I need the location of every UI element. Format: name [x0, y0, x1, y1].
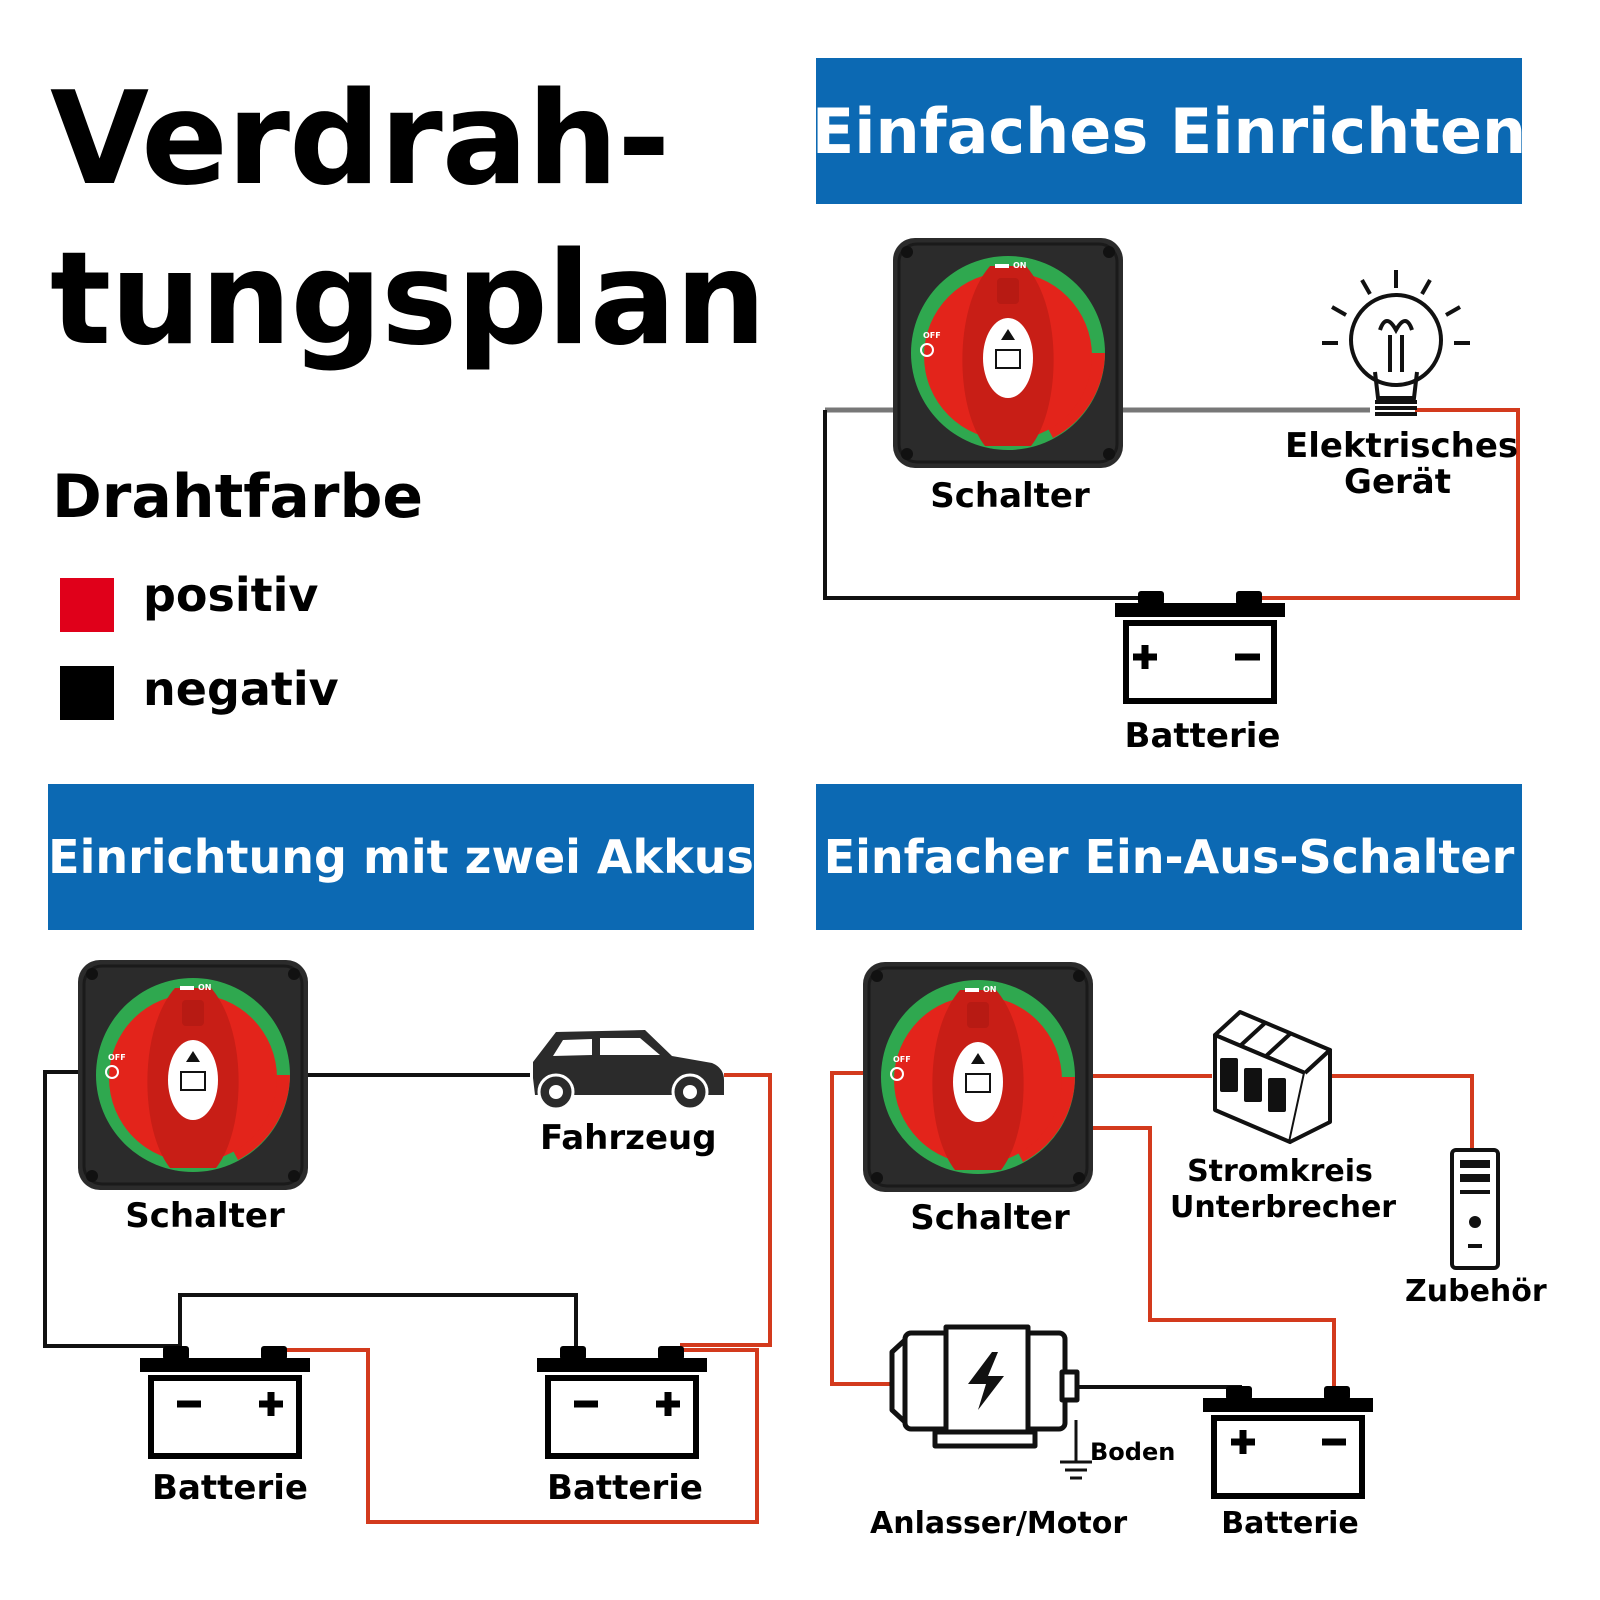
starter-motor-icon — [889, 1324, 1080, 1449]
accessory-label: Zubehör — [1405, 1274, 1547, 1309]
battery-label-dual-1: Batterie — [152, 1468, 308, 1508]
section-onoff-wiring — [830, 1071, 1474, 1480]
switch-label-onoff: Schalter — [910, 1198, 1070, 1238]
accessory-icon — [1450, 1148, 1500, 1270]
car-icon — [533, 1030, 724, 1111]
title-line-1: Verdrah- — [50, 65, 670, 214]
device-label-line-2: Gerät — [1344, 462, 1451, 502]
breaker-label-line-1: Stromkreis — [1187, 1154, 1373, 1189]
negative-swatch — [60, 666, 114, 720]
circuit-breaker-icon — [1213, 1010, 1332, 1144]
battery-onoff — [1203, 1386, 1373, 1496]
legend-title: Drahtfarbe — [52, 462, 424, 532]
breaker-label-line-2: Unterbrecher — [1170, 1190, 1397, 1225]
motor-label: Anlasser/Motor — [870, 1506, 1128, 1541]
battery-switch-dual — [76, 958, 310, 1192]
battery-simple — [1115, 591, 1285, 701]
battery-dual-2 — [537, 1346, 707, 1456]
battery-label-dual-2: Batterie — [547, 1468, 703, 1508]
battery-label-onoff: Batterie — [1221, 1506, 1359, 1541]
battery-switch-onoff — [861, 960, 1095, 1194]
device-label-simple: Elektrisches Gerät — [1285, 426, 1519, 502]
switch-label-simple: Schalter — [930, 476, 1090, 516]
switch-label-dual: Schalter — [125, 1196, 285, 1236]
battery-label-simple: Batterie — [1124, 716, 1281, 756]
page-title: Verdrah- tungsplan — [50, 60, 766, 380]
banner-simple: Einfaches Einrichten — [812, 58, 1526, 204]
device-label-line-1: Elektrisches — [1285, 426, 1519, 466]
ground-label: Boden — [1090, 1438, 1176, 1466]
vehicle-label: Fahrzeug — [540, 1118, 717, 1158]
battery-dual-1 — [140, 1346, 310, 1456]
breaker-label: Stromkreis Unterbrecher — [1170, 1154, 1397, 1226]
light-bulb-icon — [1322, 270, 1470, 416]
positive-swatch — [60, 578, 114, 632]
positive-label: positiv — [143, 568, 319, 622]
banner-dual: Einrichtung mit zwei Akkus — [48, 784, 754, 930]
section-simple-wiring — [823, 407, 1520, 600]
banner-onoff: Einfacher Ein-Aus-Schalter — [816, 784, 1522, 930]
title-line-2: tungsplan — [50, 225, 766, 374]
battery-switch-simple — [891, 236, 1125, 470]
negative-label: negativ — [143, 662, 339, 716]
